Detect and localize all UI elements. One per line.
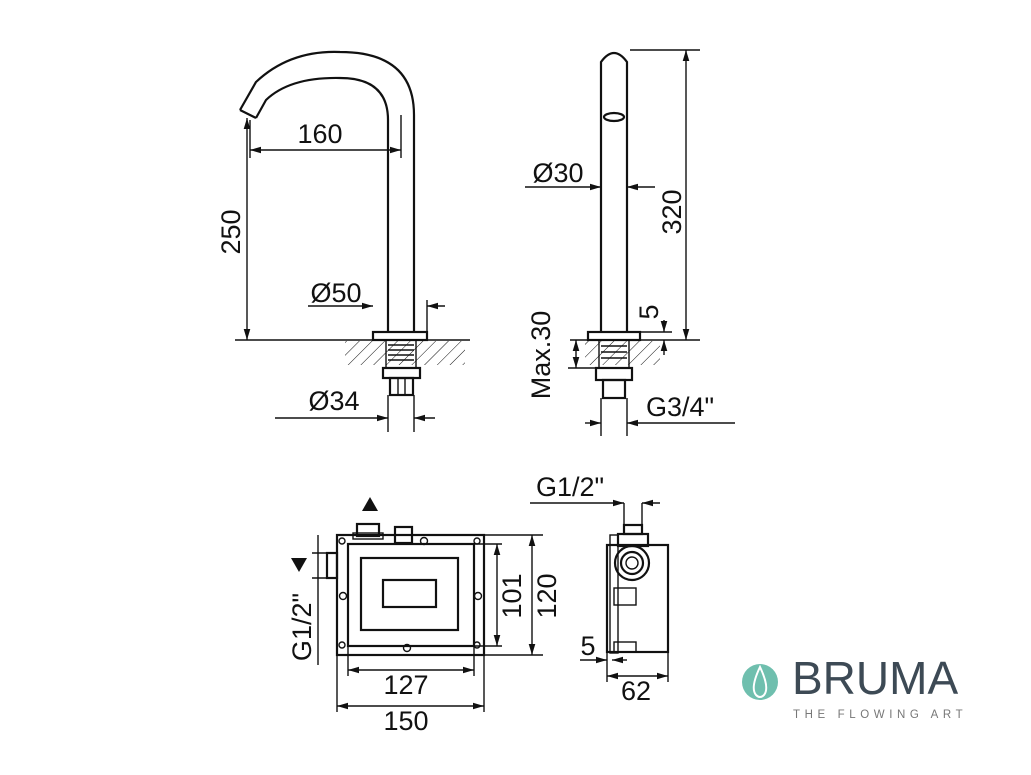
dim-dia-34: Ø34 [308, 386, 359, 416]
dim-5-plate: 5 [634, 304, 664, 319]
drop-icon [742, 664, 778, 700]
control-box-front [291, 497, 543, 712]
dim-62: 62 [621, 676, 651, 706]
logo-tagline: THE FLOWING ART [793, 709, 967, 721]
inlet-arrow-down-icon [291, 558, 307, 572]
dim-5-offset: 5 [580, 631, 595, 661]
control-box-side [530, 499, 670, 682]
logo-brand: BRUMA [792, 652, 958, 704]
dim-dia-50: Ø50 [310, 278, 361, 308]
dim-127: 127 [383, 670, 428, 700]
dim-160: 160 [297, 119, 342, 149]
faucet-front-view [235, 50, 470, 432]
faucet-side-view [525, 49, 735, 436]
dim-150: 150 [383, 706, 428, 736]
dim-dia-30: Ø30 [532, 158, 583, 188]
dim-120: 120 [532, 573, 562, 618]
bruma-logo [742, 664, 778, 700]
dim-250: 250 [216, 209, 246, 254]
dim-101: 101 [497, 573, 527, 618]
dim-g1-2-top: G1/2" [536, 472, 604, 502]
dim-max-30: Max.30 [526, 311, 556, 400]
outlet-arrow-up-icon [362, 497, 378, 511]
dim-g3-4: G3/4" [646, 392, 714, 422]
dim-320: 320 [657, 189, 687, 234]
dim-g1-2-inlet: G1/2" [287, 593, 317, 661]
